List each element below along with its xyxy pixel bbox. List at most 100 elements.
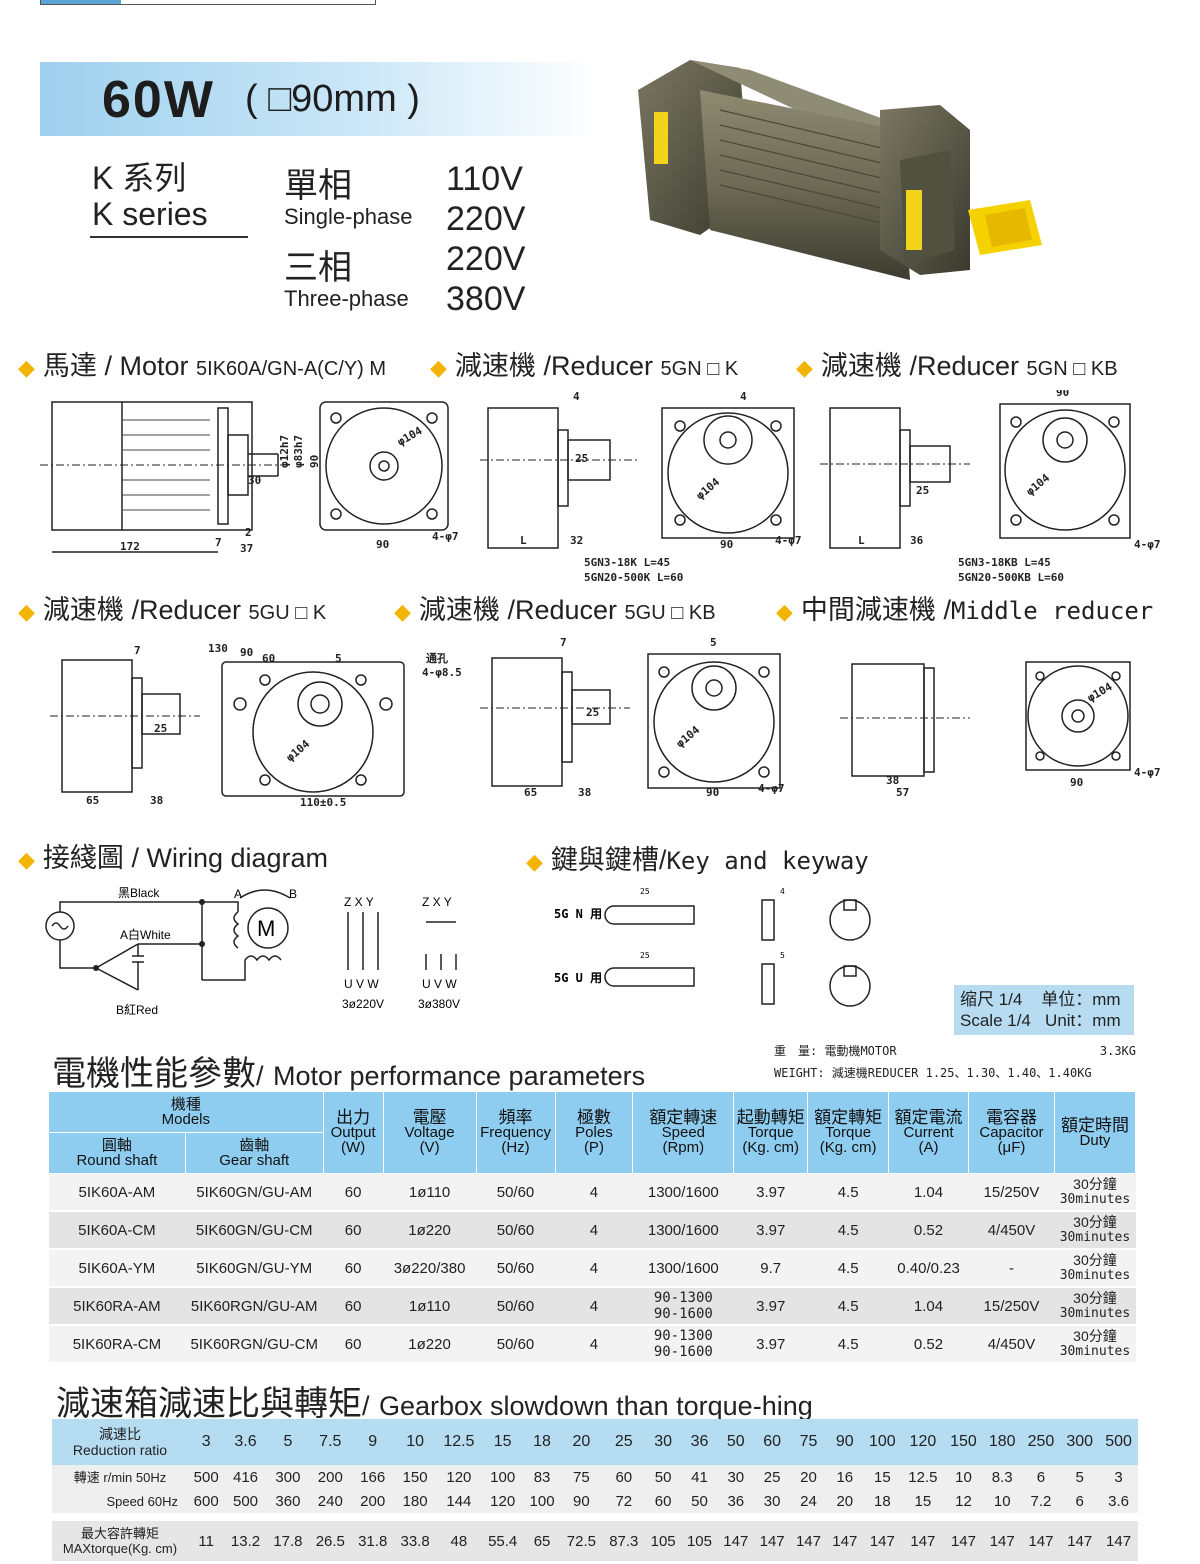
svg-text:4: 4 xyxy=(740,390,747,403)
speed60-cell: 240 xyxy=(309,1489,352,1513)
gu-k-front-drawing: 130 90 60 5 φ104 110±0.5 通孔 4-φ8.5 xyxy=(208,642,462,809)
perf-cell-st: 3.97 xyxy=(733,1325,808,1364)
torque-cell: 147 xyxy=(901,1521,945,1561)
svg-text:25: 25 xyxy=(640,887,650,896)
weight-label-2: WEIGHT: 減速機REDUCER 1.25、1.30、1.40、1.40KG xyxy=(774,1066,1092,1080)
perf-cell-gear: 5IK60GN/GU-YM xyxy=(185,1249,324,1288)
series-zh: K 系列 xyxy=(92,160,187,196)
voltage-220-three: 220V xyxy=(446,240,526,278)
speed50-cell: 5 xyxy=(1060,1465,1100,1489)
wiring-diagram: M 黑Black A白White B紅Red A B Z X Y U V W 3… xyxy=(45,886,460,1017)
ratio-cell: 500 xyxy=(1099,1419,1138,1465)
perf-cell-round: 5IK60A-AM xyxy=(48,1173,186,1212)
perf-cell-gear: 5IK60RGN/GU-CM xyxy=(185,1325,324,1364)
drawings-row-2: 25 65 38 7 130 90 60 5 φ104 110±0.5 通孔 4… xyxy=(50,636,1161,809)
perf-title-sep: / xyxy=(256,1061,264,1091)
perf-title-zh: 電機性能參數 xyxy=(52,1055,256,1093)
speed50-cell: 16 xyxy=(826,1465,863,1489)
svg-text:90: 90 xyxy=(1056,390,1069,399)
section-middle-en: Middle reducer xyxy=(950,597,1154,625)
speed60-cell: 7.2 xyxy=(1021,1489,1061,1513)
frame-size: ( □90mm ) xyxy=(245,78,420,120)
svg-text:φ12h7: φ12h7 xyxy=(278,435,291,468)
svg-text:5: 5 xyxy=(335,652,342,665)
perf-cell-st: 3.97 xyxy=(733,1287,808,1326)
torque-cell: 147 xyxy=(944,1521,983,1561)
ratio-cell: 7.5 xyxy=(309,1419,352,1465)
speed60-cell: 6 xyxy=(1060,1489,1100,1513)
ratio-cell: 60 xyxy=(753,1419,791,1465)
svg-text:4-φ7: 4-φ7 xyxy=(1134,538,1161,551)
motor-front-drawing: φ104 90 4-φ7 xyxy=(319,401,459,551)
svg-text:φ104: φ104 xyxy=(674,723,703,750)
perf-cell-cap: - xyxy=(968,1249,1055,1288)
torque-cell: 11 xyxy=(188,1521,225,1561)
perf-cell-voltage: 1ø220 xyxy=(383,1325,477,1364)
ratio-cell: 180 xyxy=(982,1419,1022,1465)
perf-cell-voltage: 1ø110 xyxy=(383,1287,477,1326)
perf-cell-st: 3.97 xyxy=(733,1211,808,1250)
svg-text:90: 90 xyxy=(308,455,321,468)
wire-red: B紅Red xyxy=(116,1003,158,1017)
perf-cell-cap: 15/250V xyxy=(968,1173,1055,1212)
section-motor-en: Motor xyxy=(119,351,189,381)
section-gu-k-zh: 減速機 xyxy=(42,595,124,625)
perf-cell-output: 60 xyxy=(323,1325,384,1364)
single-phase-en: Single-phase xyxy=(284,204,413,229)
svg-text:90: 90 xyxy=(240,646,253,659)
section-reducer-kb-model: 5GN □ KB xyxy=(1026,358,1118,380)
section-reducer-k-sep: / xyxy=(543,351,551,381)
perf-cell-poles: 4 xyxy=(555,1211,633,1250)
perf-cell-cur: 1.04 xyxy=(888,1287,969,1326)
speed50-cell: 60 xyxy=(602,1465,645,1489)
speed50-cell: 3 xyxy=(1099,1465,1138,1489)
perf-cell-rt: 4.5 xyxy=(807,1173,889,1212)
svg-text:7: 7 xyxy=(215,536,222,549)
section-reducer-gu-kb: ◆減速機 /Reducer 5GU □ KB xyxy=(394,588,716,627)
speed50-cell: 50 xyxy=(644,1465,682,1489)
perf-cell-cur: 0.52 xyxy=(888,1211,969,1250)
wire-white: A白White xyxy=(120,927,171,942)
scale-zh: 缩尺 1/4 单位：mm xyxy=(960,990,1121,1009)
section-wiring: ◆接綫圖 / Wiring diagram xyxy=(18,836,328,875)
section-reducer-gu-k: ◆減速機 /Reducer 5GU □ K xyxy=(18,588,326,627)
k-note-1: 5GN3-18K L=45 xyxy=(584,556,670,569)
section-key-en: Key and keyway xyxy=(666,847,869,875)
perf-cell-voltage: 3ø220/380 xyxy=(383,1249,477,1288)
perf-cell-poles: 4 xyxy=(555,1249,633,1288)
speed50-cell: 12.5 xyxy=(901,1465,945,1489)
section-reducer-k: ◆減速機 /Reducer 5GN □ K xyxy=(430,344,738,383)
perf-cell-poles: 4 xyxy=(555,1287,633,1326)
ratio-cell: 90 xyxy=(826,1419,863,1465)
gearbox-title-en: Gearbox slowdown than torque-hing xyxy=(378,1391,813,1421)
svg-text:36: 36 xyxy=(910,534,924,547)
speed50-cell: 15 xyxy=(862,1465,902,1489)
speed50-cell: 416 xyxy=(224,1465,267,1489)
torque-cell: 147 xyxy=(717,1521,754,1561)
speed50-cell: 6 xyxy=(1021,1465,1061,1489)
reducer-kb-front-drawing: φ104 90 4-φ7 xyxy=(999,390,1161,551)
scale-box: 缩尺 1/4 单位：mm Scale 1/4 Unit：mm xyxy=(954,985,1134,1035)
torque-cell: 13.2 xyxy=(224,1521,267,1561)
svg-text:25: 25 xyxy=(586,706,599,719)
speed60-cell: 10 xyxy=(982,1489,1022,1513)
svg-text:4: 4 xyxy=(573,390,580,403)
perf-cell-voltage: 1ø110 xyxy=(383,1173,477,1212)
diamond-bullet-icon: ◆ xyxy=(18,355,35,380)
speed50-cell: 150 xyxy=(393,1465,437,1489)
perf-cell-round: 5IK60A-YM xyxy=(48,1249,186,1288)
section-motor-zh: 馬達 xyxy=(42,351,97,381)
perf-cell-speed: 1300/1600 xyxy=(632,1249,734,1288)
torque-cell: 31.8 xyxy=(351,1521,394,1561)
